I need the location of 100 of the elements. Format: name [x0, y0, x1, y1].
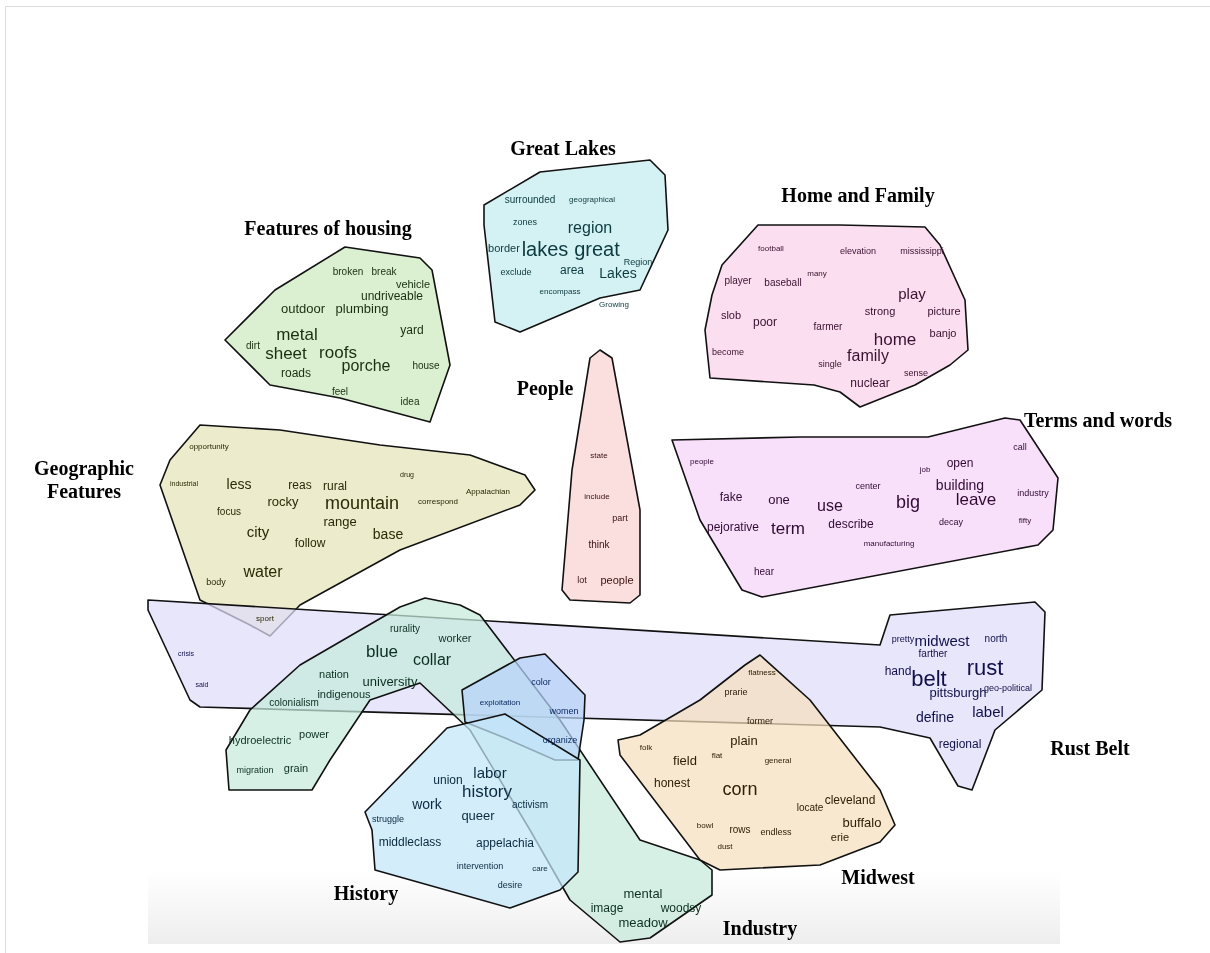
keyword-text: sport	[256, 615, 274, 623]
keyword-text: think	[588, 540, 610, 550]
keyword-text: many	[807, 270, 827, 278]
keyword-text: fifty	[1018, 517, 1032, 525]
keyword-text: history	[461, 782, 513, 800]
keyword-text: geo-political	[984, 683, 1032, 693]
keyword-text: women	[549, 706, 579, 716]
keyword-text: middleclass	[378, 836, 442, 848]
keyword-text: rurality	[390, 624, 420, 634]
keyword-text: union	[433, 774, 463, 786]
keyword-text: define	[915, 710, 955, 724]
keyword-text: field	[673, 753, 697, 767]
keyword-text: reas	[288, 479, 312, 491]
keyword-text: intervention	[456, 861, 504, 871]
keyword-text: label	[972, 703, 1004, 719]
keyword-text: buffalo	[842, 815, 882, 829]
keyword-text: sheet	[265, 344, 307, 362]
keyword-text: cleveland	[824, 794, 876, 806]
keyword-text: outdoor	[280, 301, 326, 315]
keyword-text: industry	[1017, 488, 1049, 498]
keyword-text: struggle	[372, 814, 404, 824]
keyword-text: mississippi	[900, 246, 944, 256]
keyword-text: north	[984, 634, 1008, 644]
keyword-text: use	[817, 498, 843, 514]
keyword-text: Lakes	[599, 266, 637, 280]
keyword-text: nation	[319, 668, 349, 680]
keyword-text: metal	[276, 325, 318, 343]
keyword-text: grain	[283, 762, 309, 774]
keyword-text: Appalachian	[466, 488, 510, 496]
keyword-text: dust	[717, 843, 733, 851]
keyword-text: big	[896, 493, 920, 511]
keyword-text: one	[768, 492, 790, 506]
keyword-text: undriveable	[361, 290, 423, 302]
keyword-text: Region	[623, 257, 653, 267]
keyword-text: decay	[939, 517, 963, 527]
keyword-text: single	[818, 359, 842, 369]
keyword-text: prarie	[724, 687, 748, 697]
keyword-text: activism	[511, 800, 549, 810]
keyword-text: appelachia	[475, 837, 535, 849]
keyword-text: call	[1013, 442, 1027, 452]
keyword-text: strong	[864, 305, 896, 317]
keyword-text: corn	[722, 780, 758, 798]
keyword-text: encompass	[539, 288, 581, 296]
cluster-title: Features of housing	[243, 216, 413, 240]
keyword-text: color	[531, 677, 551, 687]
keyword-text: vehicle	[395, 278, 431, 290]
keyword-text: banjo	[929, 327, 957, 339]
keyword-text: manufacturing	[863, 540, 915, 548]
keyword-text: player	[724, 276, 752, 286]
cluster-title: Midwest	[840, 865, 916, 889]
keyword-text: follow	[294, 537, 326, 549]
cluster-title: Terms and words	[1022, 408, 1174, 432]
keyword-text: region	[567, 220, 613, 236]
keyword-text: picture	[927, 305, 961, 317]
keyword-text: locate	[796, 803, 824, 813]
keyword-text: rural	[323, 480, 347, 492]
keyword-text: blue	[365, 642, 399, 660]
keyword-text: slob	[720, 309, 742, 321]
keyword-text: flat	[711, 752, 723, 760]
keyword-text: porche	[341, 358, 391, 374]
keyword-text: hand	[884, 665, 912, 677]
keyword-text: feel	[331, 387, 349, 397]
keyword-text: yard	[400, 324, 424, 336]
keyword-text: pejorative	[707, 521, 759, 533]
keyword-text: pretty	[891, 634, 915, 644]
keyword-text: sense	[904, 368, 928, 378]
keyword-text: football	[758, 245, 784, 253]
keyword-text: roads	[281, 367, 311, 379]
keyword-text: state	[590, 452, 608, 460]
keyword-text: meadow	[618, 915, 668, 929]
keyword-text: broken	[332, 267, 364, 277]
cluster-title: Rust Belt	[1049, 736, 1131, 760]
keyword-text: people	[600, 574, 634, 586]
keyword-text: poor	[753, 316, 777, 328]
keyword-text: regional	[938, 738, 982, 750]
cluster-title: People	[515, 376, 575, 400]
keyword-text: mental	[623, 886, 663, 900]
keyword-text: house	[412, 361, 440, 371]
keyword-text: border	[488, 242, 520, 254]
keyword-text: farmer	[813, 322, 843, 332]
keyword-text: mountain	[324, 494, 400, 512]
keyword-text: job	[919, 466, 931, 474]
keyword-text: dirt	[246, 341, 260, 351]
keyword-text: collar	[412, 652, 452, 668]
keyword-text: building	[935, 478, 985, 492]
keyword-text: labor	[473, 764, 507, 780]
keyword-text: plain	[730, 733, 758, 747]
keyword-text: endless	[760, 827, 792, 837]
keyword-text: focus	[217, 507, 241, 517]
cluster-title: Great Lakes	[509, 136, 617, 160]
keyword-text: area	[560, 264, 584, 276]
keyword-text: base	[372, 527, 404, 541]
keyword-text: image	[590, 902, 624, 914]
keyword-text: elevation	[840, 246, 876, 256]
keyword-text: rust	[966, 657, 1004, 679]
keyword-text: range	[323, 514, 357, 528]
keyword-text: erie	[830, 831, 850, 843]
keyword-text: people	[690, 458, 714, 466]
keyword-text: lot	[577, 575, 587, 585]
keyword-text: become	[712, 347, 744, 357]
